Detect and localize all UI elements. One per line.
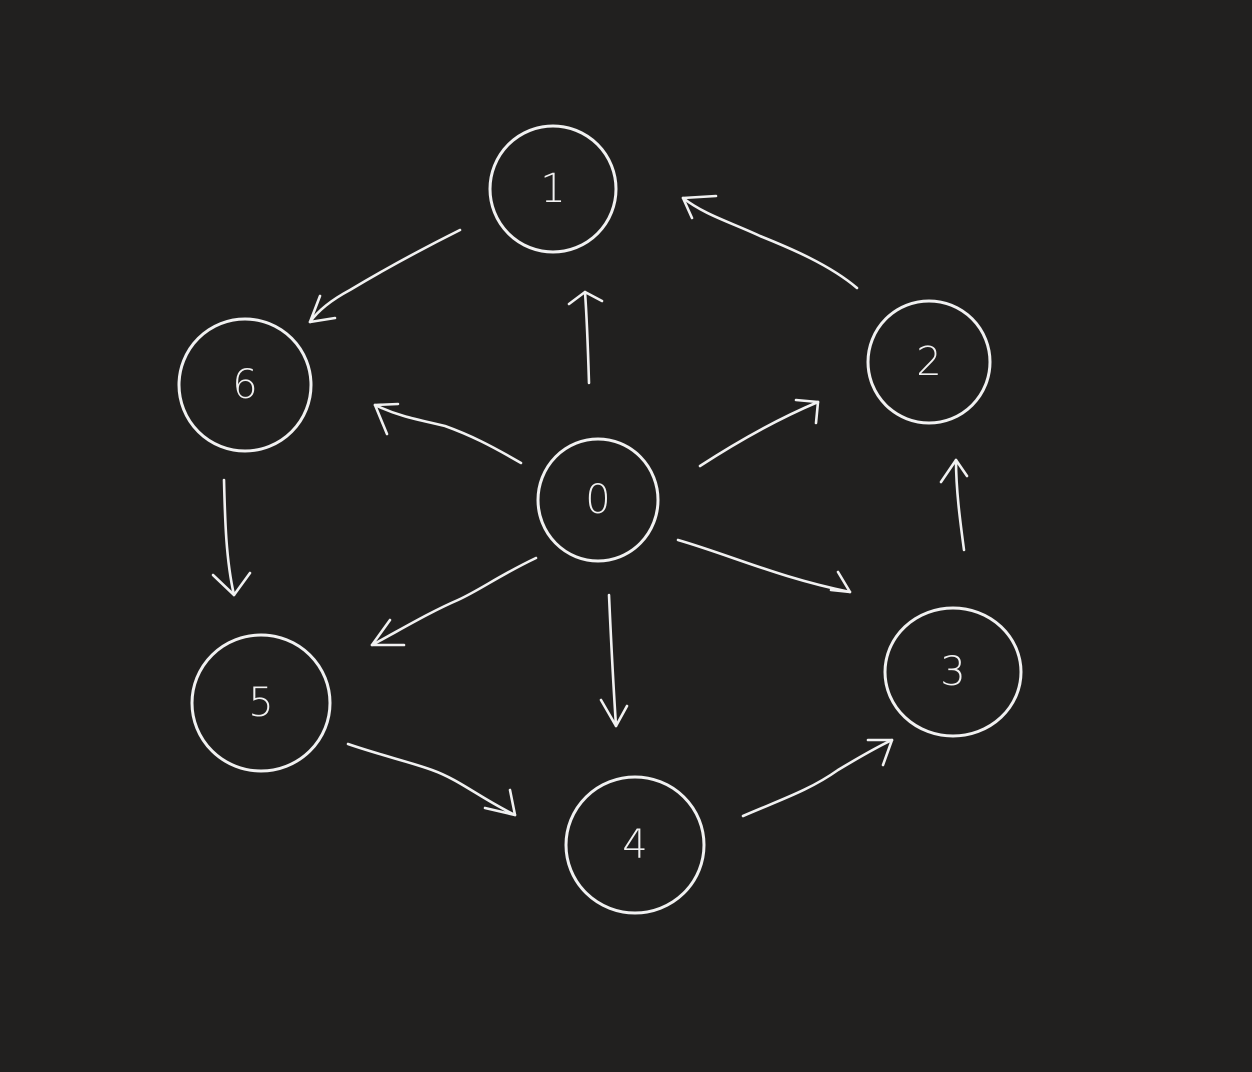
node-label: 2 — [916, 339, 941, 385]
edge-3-to-2 — [939, 458, 969, 552]
node-5: 5 — [190, 633, 332, 773]
node-circle — [190, 633, 332, 773]
edge-line — [308, 228, 462, 324]
node-3: 3 — [883, 606, 1023, 738]
node-0: 0 — [536, 437, 660, 563]
edge-line — [346, 742, 517, 817]
edges-layer — [211, 194, 969, 818]
node-circle — [866, 299, 992, 425]
node-label: 0 — [585, 477, 610, 523]
arrowhead — [599, 698, 629, 728]
arrowhead — [308, 294, 337, 324]
edge-line — [954, 458, 966, 552]
node-label: 6 — [232, 362, 257, 408]
edge-line — [370, 556, 538, 647]
edge-0-to-5 — [370, 556, 538, 647]
edge-line — [373, 403, 523, 465]
edge-line — [222, 478, 236, 597]
edge-line — [607, 593, 618, 728]
edge-0-to-2 — [698, 398, 820, 468]
arrowhead — [370, 618, 406, 647]
node-6: 6 — [177, 317, 313, 453]
edge-6-to-5 — [211, 478, 252, 597]
edge-4-to-3 — [741, 738, 894, 818]
edge-0-to-6 — [373, 402, 523, 465]
node-label: 5 — [248, 680, 273, 726]
edge-line — [681, 196, 859, 290]
node-circle — [488, 124, 618, 254]
arrowhead — [681, 194, 718, 220]
arrowhead — [567, 290, 604, 306]
node-circle — [177, 317, 313, 453]
edge-5-to-4 — [346, 742, 517, 817]
node-label: 4 — [622, 822, 647, 868]
node-4: 4 — [564, 775, 706, 915]
arrowhead — [373, 402, 400, 436]
edge-0-to-1 — [567, 290, 604, 385]
arrowhead — [794, 398, 820, 425]
edge-1-to-6 — [308, 228, 462, 324]
edge-0-to-4 — [599, 593, 629, 728]
edge-line — [741, 738, 894, 818]
nodes-layer: 0 1 2 3 4 5 6 — [177, 124, 1023, 915]
arrowhead — [939, 458, 969, 484]
edge-2-to-1 — [681, 194, 859, 290]
edge-line — [698, 400, 820, 468]
node-label: 1 — [540, 166, 565, 212]
edge-0-to-3 — [676, 538, 852, 594]
arrowhead — [211, 571, 252, 597]
node-1: 1 — [488, 124, 618, 254]
edge-line — [583, 290, 591, 385]
node-2: 2 — [866, 299, 992, 425]
edge-line — [676, 538, 852, 594]
node-label: 3 — [940, 649, 965, 695]
node-circle — [883, 606, 1023, 738]
arrowhead — [483, 788, 517, 817]
arrowhead — [866, 738, 894, 767]
node-circle — [564, 775, 706, 915]
arrowhead — [829, 570, 852, 594]
node-circle — [536, 437, 660, 563]
